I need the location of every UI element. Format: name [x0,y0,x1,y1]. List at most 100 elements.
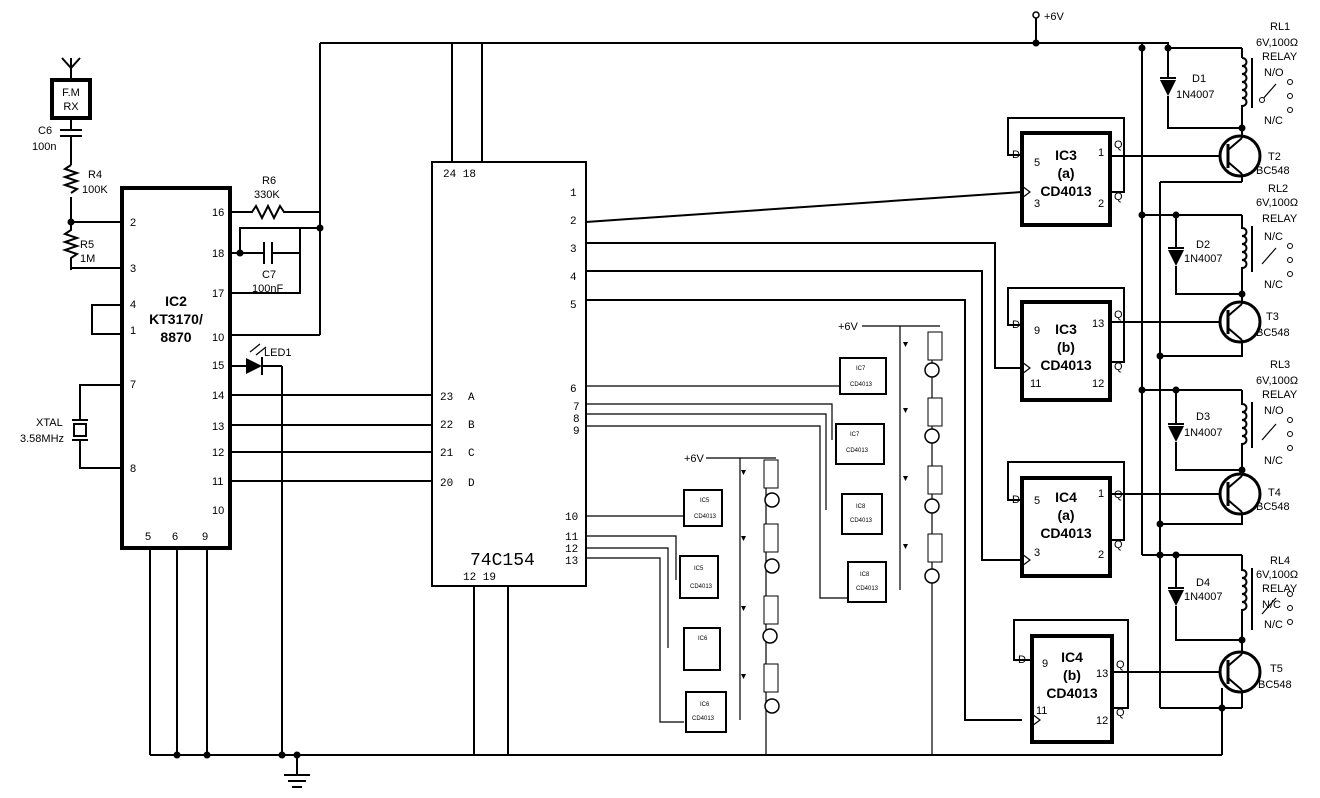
svg-text:2: 2 [130,217,136,229]
svg-text:F.M: F.M [62,87,80,99]
svg-text:BC548: BC548 [1256,165,1290,177]
supply-label: +6V [1044,11,1065,23]
svg-text:Q: Q [1116,707,1125,719]
svg-text:5: 5 [1034,495,1040,507]
svg-text:3: 3 [570,244,577,256]
relay-driver-3: T4 BC548 D3 1N4007 RL3 6V,100Ω RELAY N/O… [1110,359,1298,516]
svg-text:IC7: IC7 [850,432,860,438]
mini-stages-left: +6V IC5 CD4013 IC5 CD4013 IC6 IC6 CD4013 [679,453,780,755]
svg-text:IC3: IC3 [1055,147,1077,163]
svg-text:C7: C7 [262,269,276,281]
svg-text:T2: T2 [1268,151,1281,163]
svg-text:T5: T5 [1270,663,1283,675]
svg-text:13: 13 [565,556,578,568]
relay-driver-2: T3 BC548 D2 1N4007 RL2 6V,100Ω RELAY N/C… [1110,183,1298,344]
svg-text:11: 11 [565,532,579,544]
svg-text:(b): (b) [1063,667,1081,683]
svg-text:1M: 1M [80,253,95,265]
svg-text:IC6: IC6 [698,636,708,642]
svg-text:9: 9 [573,426,580,438]
svg-text:RL4: RL4 [1270,555,1290,567]
svg-text:13: 13 [1092,318,1104,330]
svg-text:N/C: N/C [1264,279,1283,291]
svg-text:9: 9 [202,531,208,543]
svg-text:CD4013: CD4013 [850,382,873,388]
svg-text:T3: T3 [1266,311,1279,323]
svg-text:(a): (a) [1057,165,1074,181]
svg-text:6V,100Ω: 6V,100Ω [1256,197,1298,209]
svg-text:Q: Q [1114,139,1123,151]
svg-text:(b): (b) [1057,339,1075,355]
svg-text:CD4013: CD4013 [846,448,869,454]
svg-text:12: 12 [1096,715,1108,727]
svg-text:12: 12 [565,544,578,556]
svg-text:9: 9 [1034,325,1040,337]
svg-text:D: D [1012,319,1020,331]
svg-text:24 18: 24 18 [443,169,476,181]
svg-text:Q: Q [1114,191,1123,203]
fm-receiver: F.M RX C6 100n R4 100K R5 1M [32,57,122,270]
led1: LED1 [230,343,292,755]
svg-text:14: 14 [212,390,224,402]
svg-text:KT3170/: KT3170/ [149,311,203,327]
svg-text:5: 5 [1034,157,1040,169]
svg-text:2: 2 [1098,549,1104,561]
svg-text:20: 20 [440,478,453,490]
svg-text:8870: 8870 [160,329,191,345]
svg-text:10: 10 [212,332,224,344]
svg-text:10: 10 [212,505,224,517]
svg-text:IC7: IC7 [856,366,866,372]
svg-text:12: 12 [1092,378,1104,390]
svg-text:R4: R4 [88,169,102,181]
svg-text:N/C: N/C [1264,619,1283,631]
svg-text:CD4013: CD4013 [692,716,715,722]
svg-text:12 19: 12 19 [463,572,496,584]
svg-text:LED1: LED1 [264,347,292,359]
svg-text:BC548: BC548 [1258,679,1292,691]
svg-text:IC4: IC4 [1055,489,1077,505]
svg-text:R5: R5 [80,239,94,251]
svg-text:CD4013: CD4013 [1040,183,1092,199]
mini-stages-right: +6V IC7 CD4013 IC7 CD4013 IC8 CD4013 IC8… [835,321,943,755]
svg-text:CD4013: CD4013 [694,514,717,520]
svg-text:3: 3 [1034,547,1040,559]
svg-text:6V,100Ω: 6V,100Ω [1256,37,1298,49]
svg-text:1N4007: 1N4007 [1184,427,1223,439]
svg-text:12: 12 [212,447,224,459]
svg-text:RX: RX [63,101,79,113]
svg-text:330K: 330K [254,189,280,201]
svg-text:D: D [468,478,475,490]
svg-text:6V,100Ω: 6V,100Ω [1256,375,1298,387]
svg-text:A: A [468,392,475,404]
svg-text:100K: 100K [82,184,108,196]
svg-text:N/C: N/C [1262,599,1281,611]
svg-text:13: 13 [212,421,224,433]
flipflop-ic4b: IC4 (b) CD4013 D 9 11 13 12 Q Q [1013,619,1129,744]
svg-text:1N4007: 1N4007 [1184,591,1223,603]
svg-text:IC4: IC4 [1061,649,1083,665]
svg-text:2: 2 [570,216,577,228]
svg-text:3: 3 [130,263,136,275]
svg-text:CD4013: CD4013 [856,586,879,592]
svg-text:Q: Q [1116,659,1125,671]
svg-text:Q: Q [1114,539,1123,551]
svg-text:6: 6 [570,384,577,396]
svg-text:2: 2 [1098,198,1104,210]
svg-text:7: 7 [573,402,580,414]
svg-text:6V,100Ω: 6V,100Ω [1256,569,1298,581]
svg-text:10: 10 [565,512,578,524]
svg-text:1: 1 [130,325,136,337]
svg-text:1N4007: 1N4007 [1184,253,1223,265]
svg-text:XTAL: XTAL [36,417,63,429]
emitter-rail [1156,181,1243,712]
decoder-output-wires [585,191,1023,723]
svg-text:IC2: IC2 [165,293,187,309]
power-rails: +6V [150,11,1223,788]
svg-text:17: 17 [212,288,224,300]
svg-text:8: 8 [130,463,136,475]
svg-text:21: 21 [440,448,454,460]
svg-text:R6: R6 [262,175,276,187]
svg-text:15: 15 [212,360,224,372]
svg-text:CD4013: CD4013 [850,518,873,524]
svg-text:IC3: IC3 [1055,321,1077,337]
